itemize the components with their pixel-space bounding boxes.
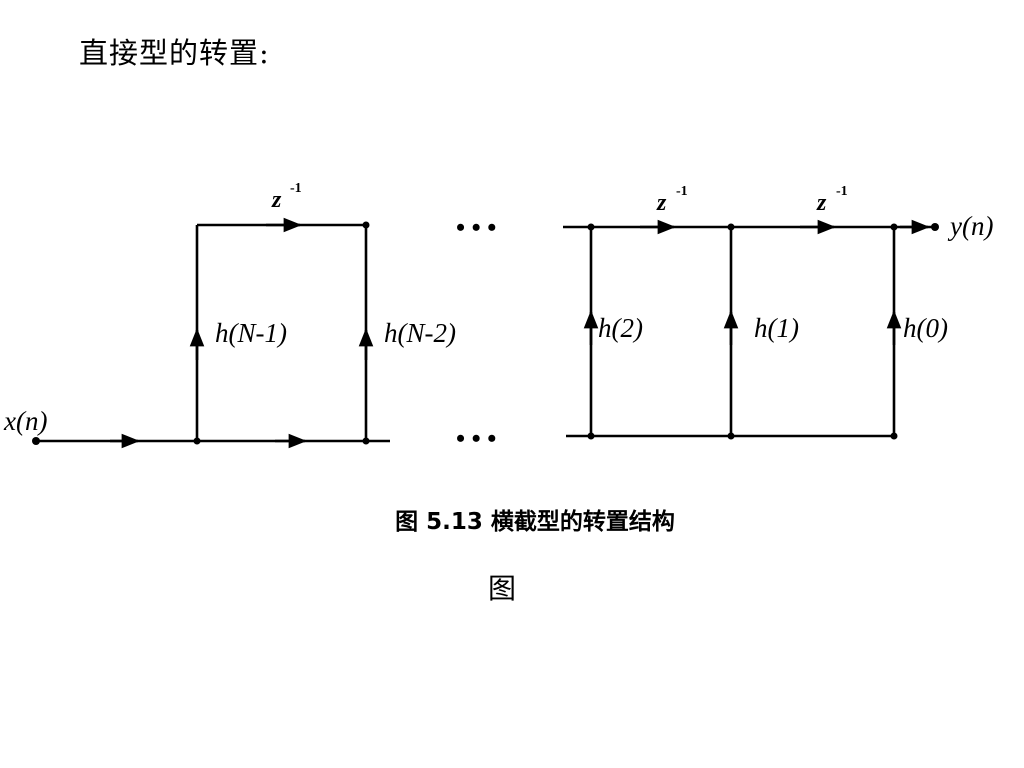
tap-label-h-2: h(2)	[598, 313, 643, 343]
figure-caption: 图 5.13 横截型的转置结构	[395, 509, 675, 535]
figure-subcaption: 图	[488, 572, 517, 605]
input-label: x(n)	[3, 406, 47, 436]
delay-label-left: z -1	[271, 181, 302, 213]
node-top-2	[362, 221, 370, 229]
tap-label-h-0: h(0)	[903, 313, 948, 343]
node-bottom-r1	[587, 432, 595, 440]
ellipsis-top: • • •	[456, 213, 496, 242]
node-top-r1	[587, 223, 595, 231]
input-node	[32, 437, 40, 445]
node-bottom-r2	[727, 432, 735, 440]
svg-text:z: z	[816, 190, 827, 216]
delay-label-right-1: z -1	[656, 184, 688, 216]
page-heading: 直接型的转置:	[79, 36, 270, 70]
node-bottom-1	[193, 437, 201, 445]
ellipsis-bottom: • • •	[456, 424, 496, 453]
tap-label-h-n-2: h(N-2)	[384, 318, 456, 348]
node-bottom-2	[362, 437, 370, 445]
tap-label-h-1: h(1)	[754, 313, 799, 343]
svg-text:z: z	[271, 187, 282, 213]
svg-text:-1: -1	[676, 184, 688, 199]
node-top-r3	[890, 223, 898, 231]
output-label: y(n)	[947, 211, 993, 241]
svg-text:-1: -1	[836, 184, 848, 199]
delay-label-right-2: z -1	[816, 184, 848, 216]
node-top-r2	[727, 223, 735, 231]
output-node	[931, 223, 939, 231]
svg-text:z: z	[656, 190, 667, 216]
svg-text:-1: -1	[290, 181, 302, 196]
node-bottom-r3	[890, 432, 898, 440]
tap-label-h-n-1: h(N-1)	[215, 318, 287, 348]
